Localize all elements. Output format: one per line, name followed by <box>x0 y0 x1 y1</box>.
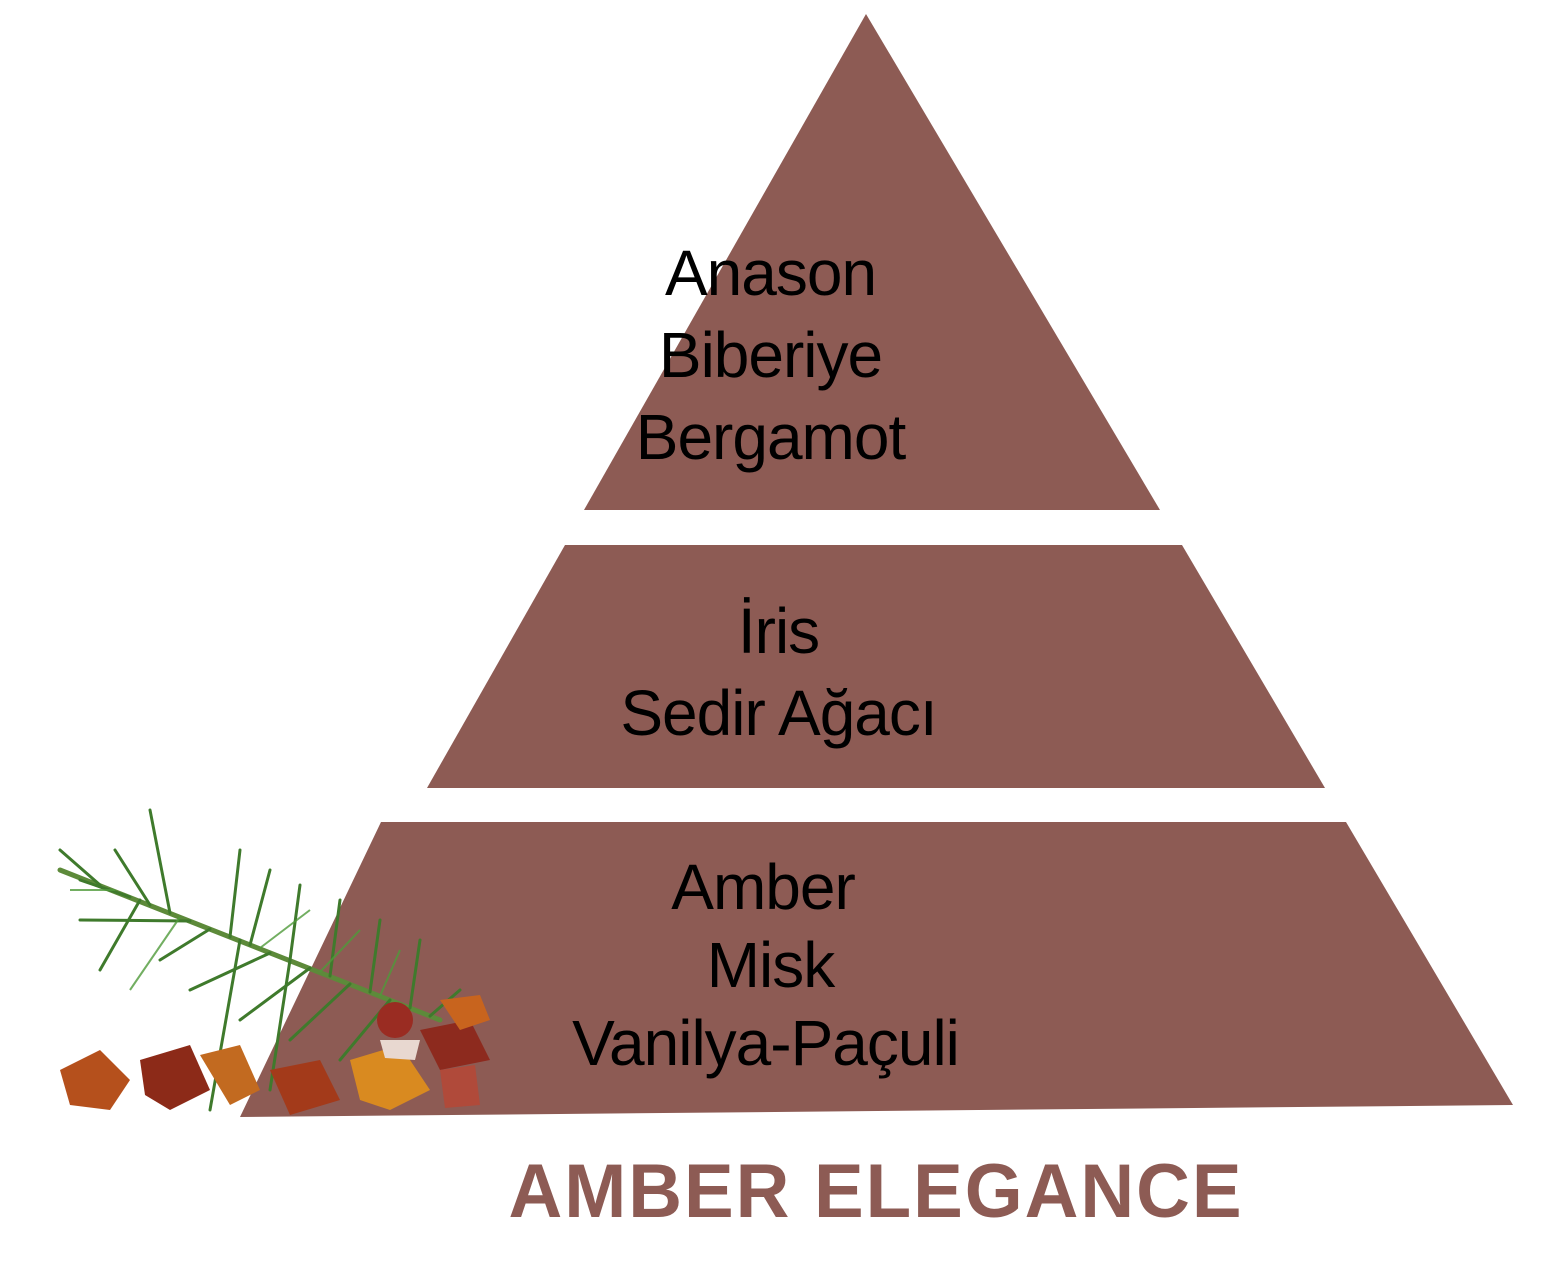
note-label: Vanilya-Paçuli <box>572 1007 960 1079</box>
product-title: AMBER ELEGANCE <box>508 1149 1244 1234</box>
top-tier-notes: Anason Biberiye Bergamot <box>0 232 1541 478</box>
rosemary-sprig-with-amber-stones-icon <box>57 808 490 1115</box>
middle-tier-shape <box>427 545 1325 788</box>
note-label: Sedir Ağacı <box>620 677 937 749</box>
note-label: Amber <box>671 851 856 923</box>
base-tier-notes: Amber Misk Vanilya-Paçuli <box>0 848 1541 1082</box>
base-tier-shape <box>240 822 1513 1117</box>
middle-tier-notes: İris Sedir Ağacı <box>8 590 1541 754</box>
top-tier-shape <box>584 14 1160 510</box>
note-label: İris <box>737 595 820 667</box>
note-label: Bergamot <box>635 401 906 473</box>
note-label: Biberiye <box>658 319 883 391</box>
note-label: Misk <box>706 929 836 1001</box>
note-label: Anason <box>664 237 877 309</box>
